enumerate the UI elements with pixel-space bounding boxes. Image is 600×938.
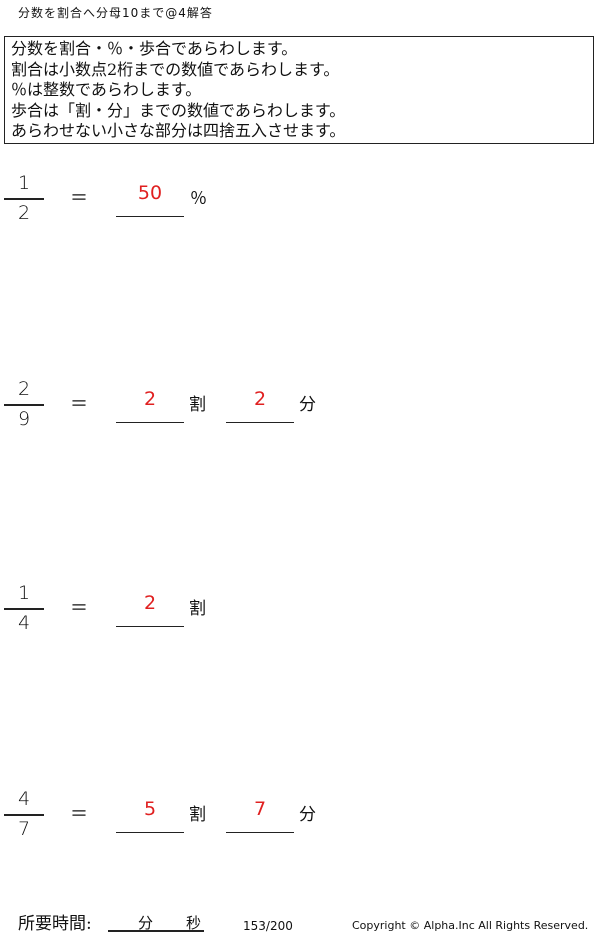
denominator: 4 (17, 612, 31, 634)
unit-label: 割 (189, 805, 206, 825)
equals-sign: ＝ (70, 394, 88, 415)
unit-label: 割 (189, 599, 206, 619)
answer-blank[interactable]: 50 (116, 182, 184, 217)
denominator: 7 (17, 818, 31, 840)
answer-blank[interactable]: 2 (116, 592, 184, 627)
equals-sign: ＝ (70, 804, 88, 825)
numerator: 4 (17, 788, 31, 810)
unit-label: ％ (190, 189, 207, 209)
instruction-line: 歩合は「割・分」までの数値であらわします。 (11, 100, 346, 120)
instruction-line: 割合は小数点2桁までの数値であらわします。 (11, 59, 340, 79)
fraction: 1 2 (0, 172, 48, 242)
fraction-bar (4, 404, 44, 406)
denominator: 2 (17, 202, 31, 224)
fraction: 4 7 (0, 788, 48, 858)
numerator: 1 (17, 582, 31, 604)
unit-label: 割 (189, 395, 206, 415)
unit-label: 分 (299, 395, 316, 415)
minutes-label: 分 (138, 914, 154, 932)
unit-label: 分 (299, 805, 316, 825)
fraction-bar (4, 814, 44, 816)
copyright: Copyright © Alpha.Inc All Rights Reserve… (352, 919, 589, 932)
fraction-bar (4, 608, 44, 610)
worksheet-title: 分数を割合へ分母10まで@4解答 (18, 6, 213, 20)
numerator: 2 (17, 378, 31, 400)
page-number: 153/200 (243, 919, 293, 933)
answer-blank[interactable]: 2 (226, 388, 294, 423)
problem-3: 1 4 ＝ 2 割 (0, 582, 600, 652)
equals-sign: ＝ (70, 188, 88, 209)
answer-blank[interactable]: 2 (116, 388, 184, 423)
problem-2: 2 9 ＝ 2 割 2 分 (0, 378, 600, 448)
seconds-label: 秒 (186, 914, 202, 932)
instructions-box: 分数を割合・％・歩合であらわします。 割合は小数点2桁までの数値であらわします。… (4, 36, 594, 144)
fraction: 1 4 (0, 582, 48, 652)
time-label: 所要時間: (18, 914, 92, 934)
problem-4: 4 7 ＝ 5 割 7 分 (0, 788, 600, 858)
answer-blank[interactable]: 5 (116, 798, 184, 833)
instruction-line: あらわせない小さな部分は四捨五入させます。 (11, 121, 346, 141)
equals-sign: ＝ (70, 598, 88, 619)
denominator: 9 (17, 408, 31, 430)
answer-blank[interactable]: 7 (226, 798, 294, 833)
numerator: 1 (17, 172, 31, 194)
instruction-line: 分数を割合・％・歩合であらわします。 (11, 39, 298, 58)
time-underline (108, 930, 204, 932)
instruction-line: ％は整数であらわします。 (11, 80, 202, 100)
problem-1: 1 2 ＝ 50 ％ (0, 172, 600, 242)
fraction-bar (4, 198, 44, 200)
fraction: 2 9 (0, 378, 48, 448)
